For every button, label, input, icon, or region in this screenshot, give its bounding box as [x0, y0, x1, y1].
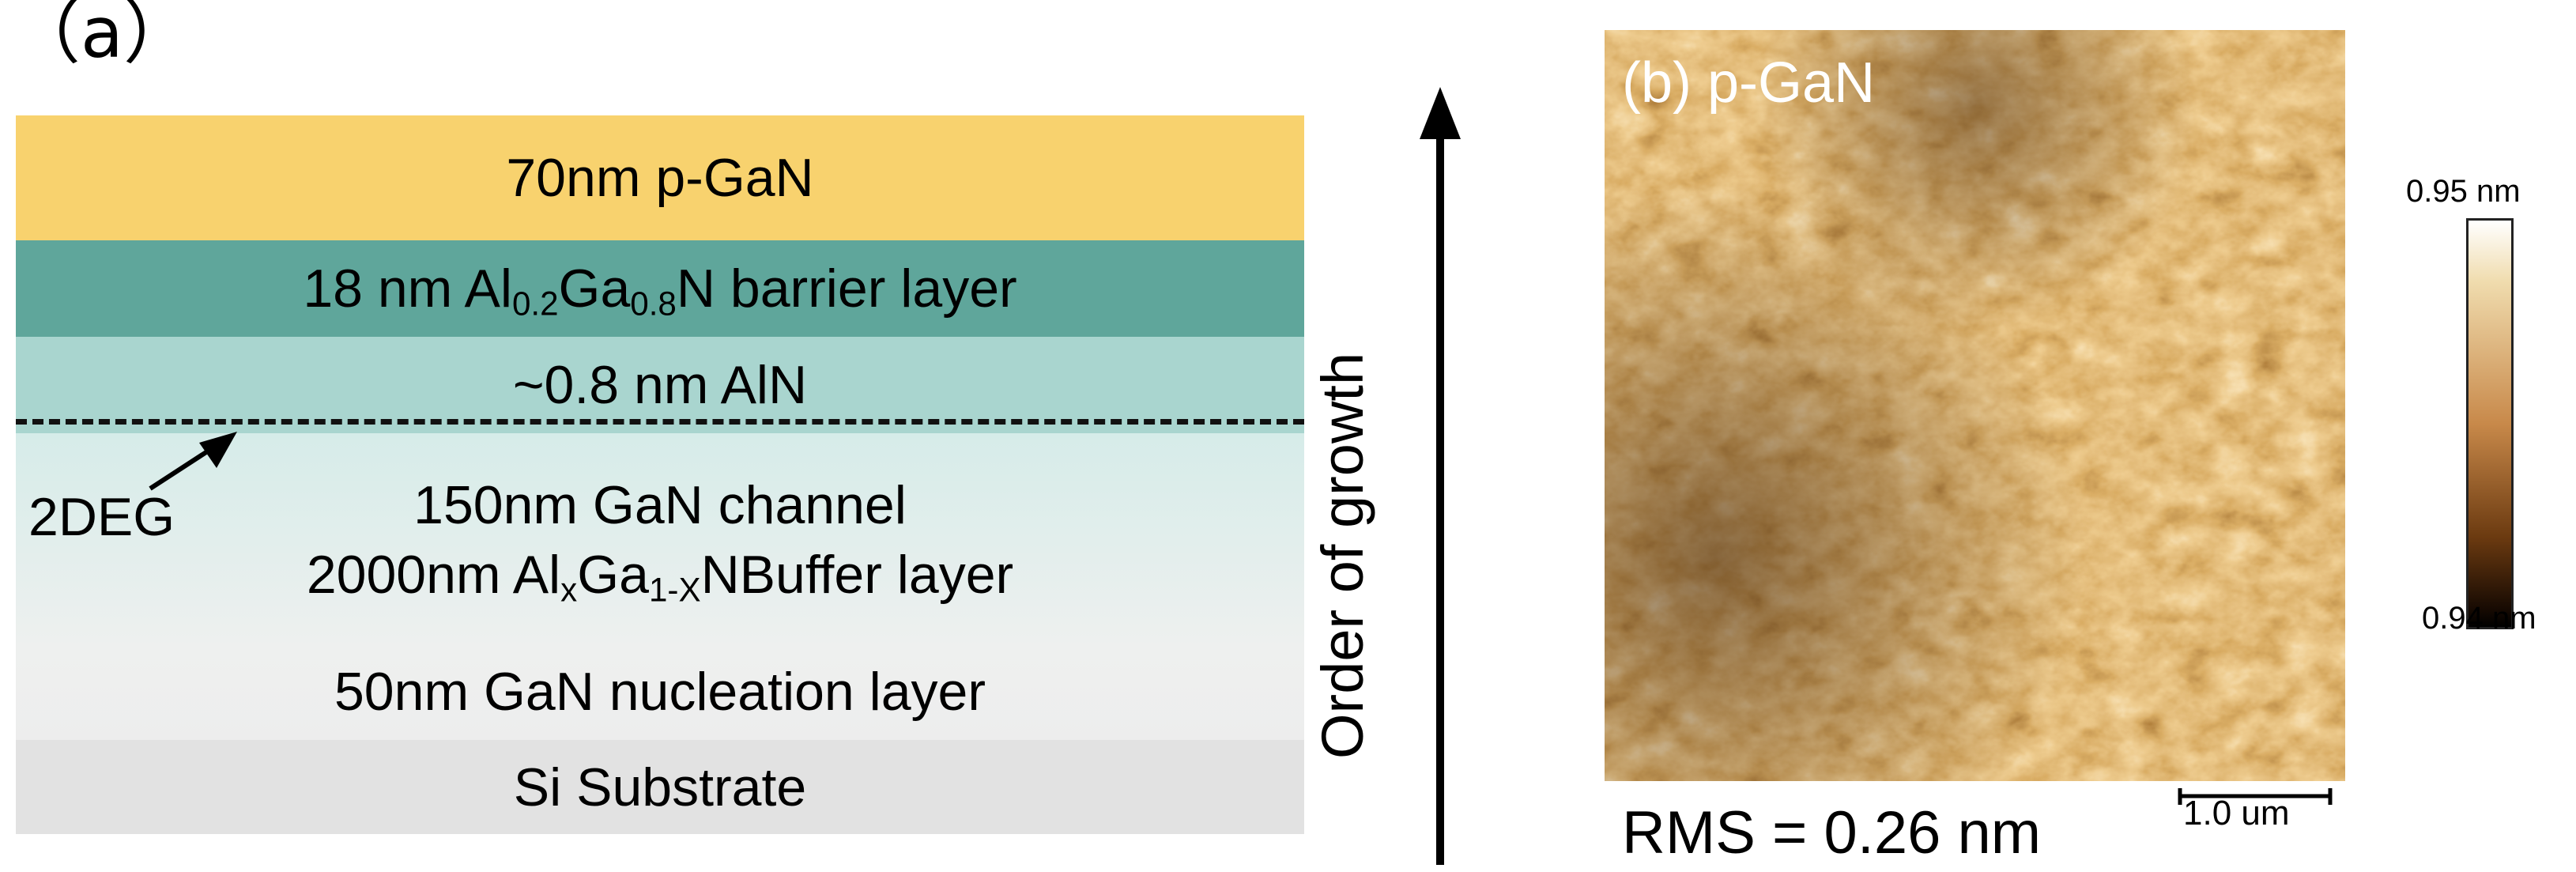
- colorbar-max-label: 0.95 nm: [2406, 174, 2521, 209]
- layer-p-gan-label: 70nm p-GaN: [506, 148, 814, 208]
- layer-nucleation-label: 50nm GaN nucleation layer: [334, 662, 986, 722]
- afm-image: [1605, 30, 2345, 781]
- height-colorbar: [2466, 218, 2514, 629]
- layer-buffer-label: 2000nm AlxGa1-XNBuffer layer: [306, 545, 1014, 609]
- layer-barrier-label: 18 nm Al0.2Ga0.8N barrier layer: [303, 259, 1017, 323]
- colorbar-min-label: 0.94 nm: [2422, 601, 2536, 636]
- layer-p-gan: 70nm p-GaN: [16, 115, 1304, 240]
- growth-label: Order of growth: [1310, 352, 1375, 759]
- panel-b-label: (b) p-GaN: [1622, 51, 1876, 115]
- layer-channel-label: 150nm GaN channel: [413, 475, 907, 535]
- 2deg-dashed-line: [16, 419, 1304, 425]
- rms-label: RMS = 0.26 nm: [1622, 799, 2042, 866]
- panel-a-label: （a）: [11, 0, 193, 74]
- 2deg-arrow: [149, 432, 237, 491]
- scale-bar-label: 1.0 um: [2183, 794, 2290, 832]
- layer-aln: ~0.8 nm AlN: [16, 337, 1304, 433]
- layer-substrate-label: Si Substrate: [513, 757, 807, 817]
- 2deg-label: 2DEG: [28, 487, 175, 547]
- layer-channel-buffer: 150nm GaN channel 2000nm AlxGa1-XNBuffer…: [16, 433, 1304, 740]
- scale-bar: [2178, 788, 2333, 805]
- layer-aln-label: ~0.8 nm AlN: [512, 355, 808, 415]
- layer-substrate: Si Substrate: [16, 740, 1304, 834]
- layer-stack: 70nm p-GaN 18 nm Al0.2Ga0.8N barrier lay…: [16, 115, 1304, 834]
- layer-barrier: 18 nm Al0.2Ga0.8N barrier layer: [16, 240, 1304, 337]
- growth-arrow: [1420, 87, 1461, 865]
